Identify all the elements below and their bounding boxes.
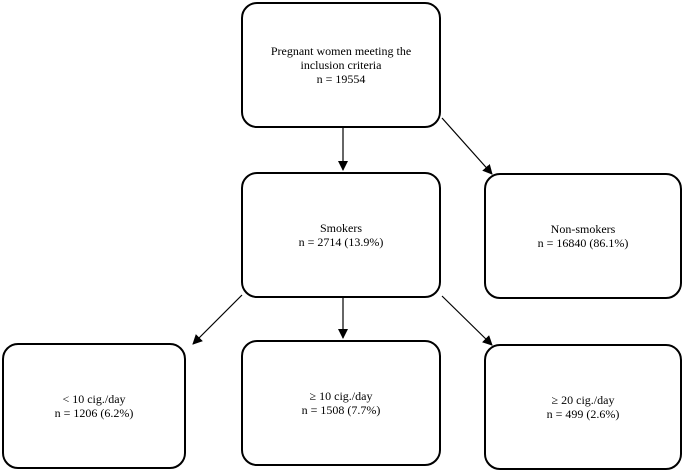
node-inclusion-criteria-line1: Pregnant women meeting the	[270, 44, 412, 58]
node-smokers: Smokers n = 2714 (13.9%)	[241, 172, 441, 298]
node-ge20-cig: ≥ 20 cig./day n = 499 (2.6%)	[484, 344, 682, 470]
node-ge20-cig-label: ≥ 20 cig./day	[551, 393, 615, 407]
node-smokers-label: Smokers	[320, 221, 362, 235]
node-ge10-cig: ≥ 10 cig./day n = 1508 (7.7%)	[241, 340, 441, 466]
node-ge20-cig-count: n = 499 (2.6%)	[546, 407, 620, 421]
node-non-smokers-label: Non-smokers	[550, 222, 616, 236]
node-non-smokers-count: n = 16840 (86.1%)	[537, 236, 629, 250]
node-lt10-cig-label: < 10 cig./day	[62, 392, 126, 406]
arrow-smokers-to-lt10	[192, 294, 243, 345]
node-inclusion-criteria-count: n = 19554	[316, 72, 366, 86]
arrow-root-to-non-smokers	[441, 117, 493, 175]
node-non-smokers: Non-smokers n = 16840 (86.1%)	[484, 173, 682, 299]
node-lt10-cig: < 10 cig./day n = 1206 (6.2%)	[2, 343, 186, 469]
arrow-smokers-to-ge20	[441, 295, 493, 346]
node-inclusion-criteria-line2: inclusion criteria	[300, 58, 382, 72]
node-smokers-count: n = 2714 (13.9%)	[298, 235, 384, 249]
node-inclusion-criteria: Pregnant women meeting the inclusion cri…	[241, 2, 441, 128]
node-ge10-cig-label: ≥ 10 cig./day	[309, 389, 373, 403]
node-ge10-cig-count: n = 1508 (7.7%)	[301, 403, 381, 417]
node-lt10-cig-count: n = 1206 (6.2%)	[54, 406, 134, 420]
